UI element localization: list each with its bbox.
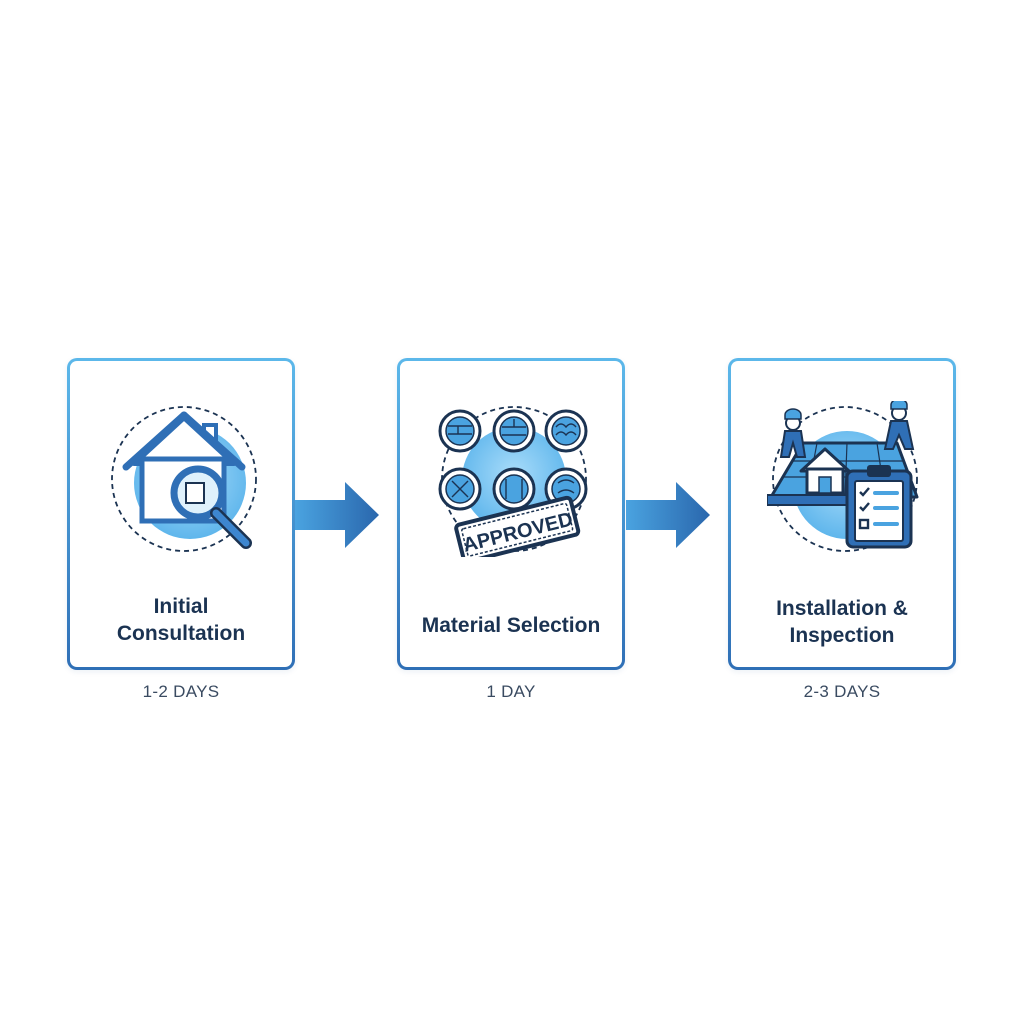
step-title: Material Selection xyxy=(421,614,601,637)
step-title: Installation & Inspection xyxy=(776,597,908,647)
step-card-material-selection: APPROVED Material Selection xyxy=(397,358,625,670)
house-magnifier-icon xyxy=(106,401,262,557)
step-title: Initial Consultation xyxy=(116,595,246,645)
step-card-initial-consultation: Initial Consultation xyxy=(67,358,295,670)
roofing-samples-approved-icon: APPROVED xyxy=(436,401,592,557)
roof-workers-clipboard-icon xyxy=(767,401,923,557)
arrow-right-icon xyxy=(626,480,712,550)
step-duration: 2-3 DAYS xyxy=(803,682,881,701)
step-card-installation-inspection: Installation & Inspection xyxy=(728,358,956,670)
arrow-right-icon xyxy=(295,480,381,550)
step-duration: 1 DAY xyxy=(486,682,536,701)
step-duration: 1-2 DAYS xyxy=(142,682,220,701)
